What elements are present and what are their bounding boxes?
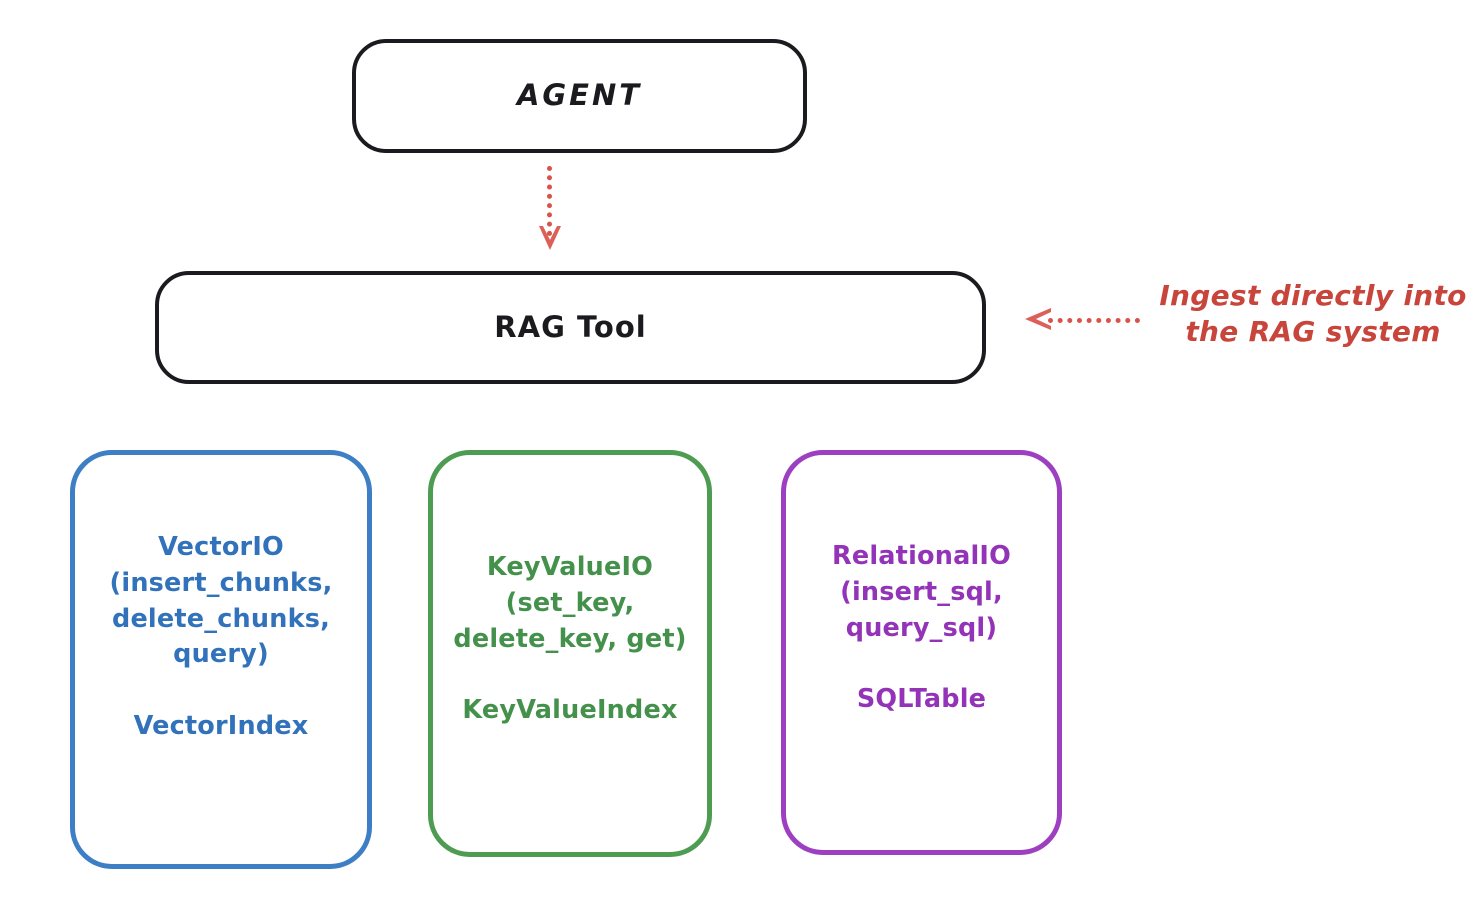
node-vector-io-index-label: VectorIndex <box>133 711 309 742</box>
spacer <box>75 673 367 709</box>
node-agent-label: AGENT <box>516 78 643 113</box>
node-rag-tool[interactable]: RAG Tool <box>155 271 986 384</box>
node-vector-io-api-label: VectorIO (insert_chunks, delete_chunks, … <box>109 532 333 670</box>
node-vector-io-content: VectorIO (insert_chunks, delete_chunks, … <box>75 530 367 744</box>
spacer <box>786 646 1057 682</box>
node-key-value-io[interactable]: KeyValueIO (set_key, delete_key, get) Ke… <box>428 450 712 857</box>
node-relational-io[interactable]: RelationalIO (insert_sql, query_sql) SQL… <box>781 450 1062 855</box>
annotation-ingest-directly: Ingest directly into the RAG system <box>1159 279 1467 349</box>
node-key-value-io-index-label: KeyValueIndex <box>462 695 678 726</box>
node-key-value-io-api-label: KeyValueIO (set_key, delete_key, get) <box>453 552 687 654</box>
connector-agent-to-rag-tool <box>547 166 563 236</box>
node-rag-tool-label: RAG Tool <box>494 309 647 344</box>
node-relational-io-content: RelationalIO (insert_sql, query_sql) SQL… <box>786 539 1057 718</box>
node-key-value-io-content: KeyValueIO (set_key, delete_key, get) Ke… <box>433 550 707 729</box>
node-agent[interactable]: AGENT <box>352 39 807 153</box>
node-relational-io-api-label: RelationalIO (insert_sql, query_sql) <box>832 541 1011 643</box>
connector-annotation-to-rag-tool <box>1048 318 1140 324</box>
node-vector-io[interactable]: VectorIO (insert_chunks, delete_chunks, … <box>70 450 372 869</box>
spacer <box>433 657 707 693</box>
node-relational-io-index-label: SQLTable <box>856 684 987 715</box>
